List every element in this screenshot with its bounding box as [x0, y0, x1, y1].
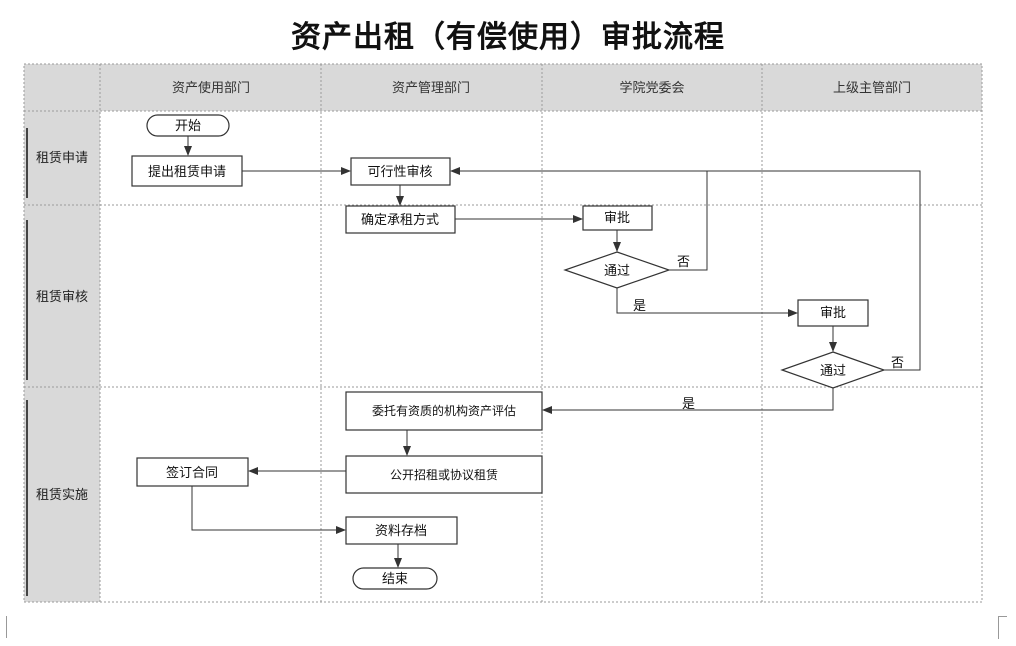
page-corner-left [0, 616, 7, 638]
end-node: 结束 [352, 567, 438, 590]
asset-appraisal-node: 委托有资质的机构资产评估 [345, 391, 543, 431]
end-node-label: 结束 [382, 572, 408, 587]
edge-decision2-no-loop [707, 170, 921, 371]
lane-label-application: 租赁申请 [36, 151, 88, 166]
archive-records-node: 资料存档 [345, 516, 458, 545]
connectors [184, 136, 921, 568]
sign-contract-label: 签订合同 [166, 465, 218, 481]
column-header-asset-management: 资产管理部门 [392, 81, 470, 96]
lane-label-implementation: 租赁实施 [36, 488, 88, 503]
page-title: 资产出租（有偿使用）审批流程 [291, 20, 725, 55]
column-header-asset-user: 资产使用部门 [172, 80, 250, 96]
archive-records-label: 资料存档 [375, 524, 427, 539]
asset-appraisal-label: 委托有资质的机构资产评估 [372, 403, 516, 418]
decision-pass-superior: 通过 [780, 351, 886, 389]
edge-decision1-yes [616, 288, 798, 317]
label-decision1-yes: 是 [633, 299, 646, 314]
start-node: 开始 [146, 114, 230, 137]
decision-pass-superior-label: 通过 [820, 364, 846, 379]
label-decision1-no: 否 [677, 255, 690, 270]
submit-application-label: 提出租赁申请 [148, 164, 226, 180]
submit-application-node: 提出租赁申请 [131, 155, 243, 187]
public-tender-label: 公开招租或协议租赁 [390, 467, 498, 482]
confirm-lease-method-label: 确定承租方式 [361, 212, 439, 228]
diagram-border [23, 63, 983, 603]
lane-label-review: 租赁审核 [36, 290, 88, 305]
column-dividers [99, 64, 763, 602]
column-header-party-committee: 学院党委会 [619, 80, 684, 96]
page-corner-right [998, 616, 1007, 639]
approval-committee-label: 审批 [604, 211, 630, 226]
label-decision2-yes: 是 [682, 397, 695, 412]
public-tender-node: 公开招租或协议租赁 [345, 455, 543, 494]
column-header-superior-dept: 上级主管部门 [833, 81, 911, 96]
start-node-label: 开始 [175, 119, 201, 134]
lane-dividers [24, 110, 982, 388]
decision-pass-committee-label: 通过 [604, 264, 630, 279]
approval-node-superior: 审批 [797, 299, 869, 327]
sign-contract-node: 签订合同 [136, 457, 249, 487]
decision-pass-committee: 通过 [563, 251, 671, 289]
label-decision2-no: 否 [891, 356, 904, 371]
approval-node-committee: 审批 [582, 205, 653, 231]
header-row [24, 64, 982, 111]
edge-decision2-yes [542, 388, 834, 414]
confirm-lease-method-node: 确定承租方式 [345, 205, 456, 234]
approval-superior-label: 审批 [820, 306, 846, 321]
feasibility-review-node: 可行性审核 [350, 157, 451, 186]
edge-contract-to-archive [191, 486, 346, 534]
edge-decision1-no-loop [450, 167, 708, 271]
feasibility-review-label: 可行性审核 [367, 165, 432, 180]
lane-label-column [24, 64, 100, 602]
